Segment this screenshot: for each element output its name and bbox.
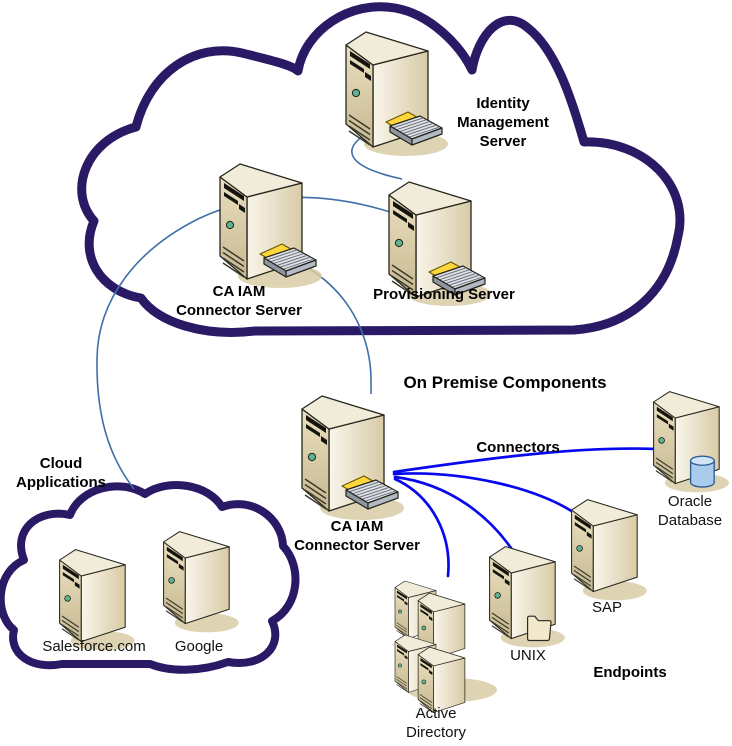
ca-iam-connector-server-cloud-label: CA IAM Connector Server <box>176 282 302 320</box>
oracle-database-label: Oracle Database <box>658 492 722 530</box>
provisioning-server-label: Provisioning Server <box>373 286 515 303</box>
relation-connector-onpremise <box>301 263 372 395</box>
unix-label: UNIX <box>510 647 546 664</box>
label-line: Directory <box>405 724 467 741</box>
label-line: Connector Server <box>176 302 302 319</box>
google-label: Google <box>174 638 224 655</box>
ca-iam-connector-server-cloud-icon <box>219 163 322 288</box>
connectors-label: Connectors <box>476 439 560 456</box>
on-premise-title: On Premise Components <box>403 373 607 392</box>
label-line: CA IAM <box>330 518 384 535</box>
connector-line-unix <box>393 475 519 559</box>
salesforce-server-icon <box>58 548 135 651</box>
identity-management-server-label: Identity Management Server <box>457 94 549 151</box>
active-directory-icon <box>394 580 497 714</box>
provisioning-server-icon <box>388 181 491 306</box>
label-line: CA IAM <box>212 283 266 300</box>
label-line: Identity <box>476 95 530 112</box>
label-line: Cloud <box>39 455 83 472</box>
google-server-icon <box>163 530 239 633</box>
connector-line-active-directory <box>393 477 450 578</box>
unix-server-icon <box>489 545 565 648</box>
identity-management-server-icon <box>345 31 448 156</box>
sap-label: SAP <box>591 599 623 616</box>
connector-line-oracle <box>392 447 658 474</box>
salesforce-label: Salesforce.com <box>42 638 146 655</box>
label-line: Database <box>657 512 723 529</box>
label-line: Oracle <box>667 493 713 510</box>
ca-iam-connector-server-onpremise-icon <box>301 395 404 520</box>
connector-line-sap <box>392 472 578 516</box>
sap-server-icon <box>570 499 647 601</box>
label-line: Active <box>415 705 457 722</box>
endpoints-label: Endpoints <box>593 664 667 681</box>
ca-iam-connector-server-onpremise-label: CA IAM Connector Server <box>294 517 420 555</box>
cloud-applications-title: Cloud Applications <box>16 454 106 492</box>
label-line: Connector Server <box>294 537 420 554</box>
active-directory-label: Active Directory <box>406 704 466 742</box>
label-line: Server <box>479 133 527 150</box>
oracle-database-icon <box>652 391 729 493</box>
label-line: Management <box>457 114 549 131</box>
label-line: Applications <box>15 474 107 491</box>
